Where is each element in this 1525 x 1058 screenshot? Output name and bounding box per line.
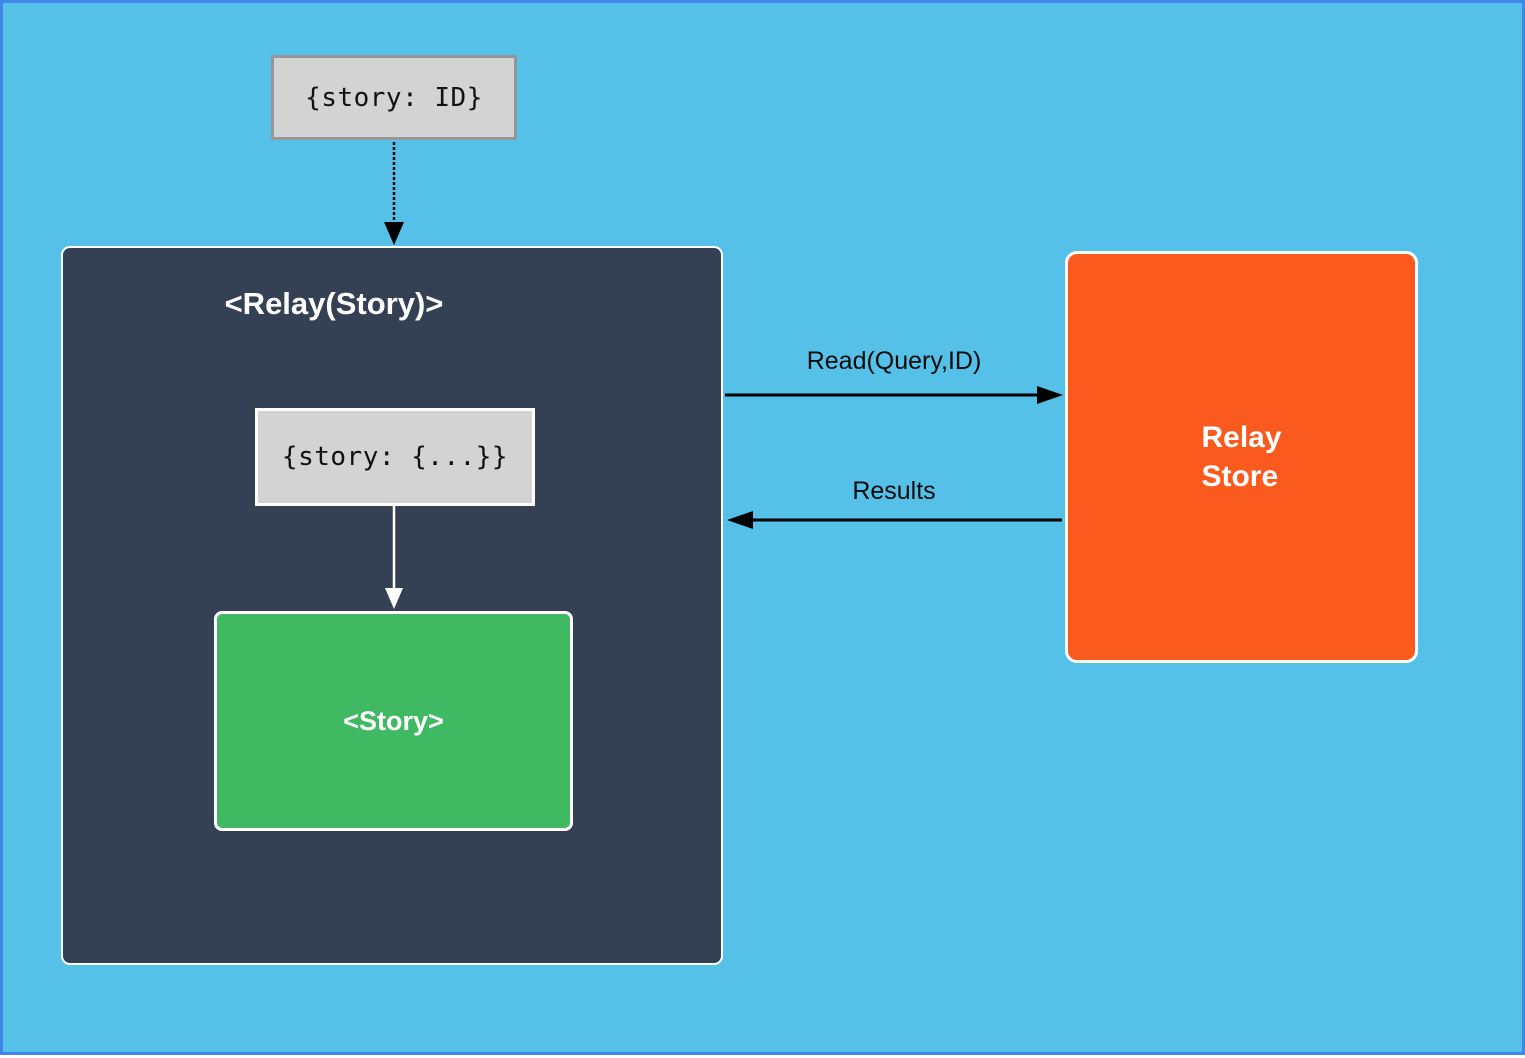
query-fragment-label: {story: {...}}	[281, 442, 509, 472]
query-input-label: {story: ID}	[305, 82, 483, 113]
read-arrow	[725, 386, 1063, 404]
id-to-relay-arrow	[384, 142, 404, 245]
relay-store-label: Relay Store	[1201, 418, 1281, 496]
query-fragment-node: {story: {...}}	[255, 408, 535, 506]
query-input-node: {story: ID}	[271, 55, 517, 140]
results-arrow	[727, 511, 1062, 529]
story-component-label: <Story>	[343, 705, 444, 736]
relay-container-node	[61, 246, 723, 965]
relay-store-label-line1: Relay	[1201, 421, 1282, 454]
relay-store-node: Relay Store	[1065, 251, 1418, 663]
story-component-node: <Story>	[214, 611, 573, 831]
results-edge-label: Results	[852, 477, 936, 505]
relay-container-title: <Relay(Story)>	[224, 286, 444, 321]
read-edge-label: Read(Query,ID)	[806, 347, 982, 375]
relay-store-label-line2: Store	[1201, 460, 1279, 493]
